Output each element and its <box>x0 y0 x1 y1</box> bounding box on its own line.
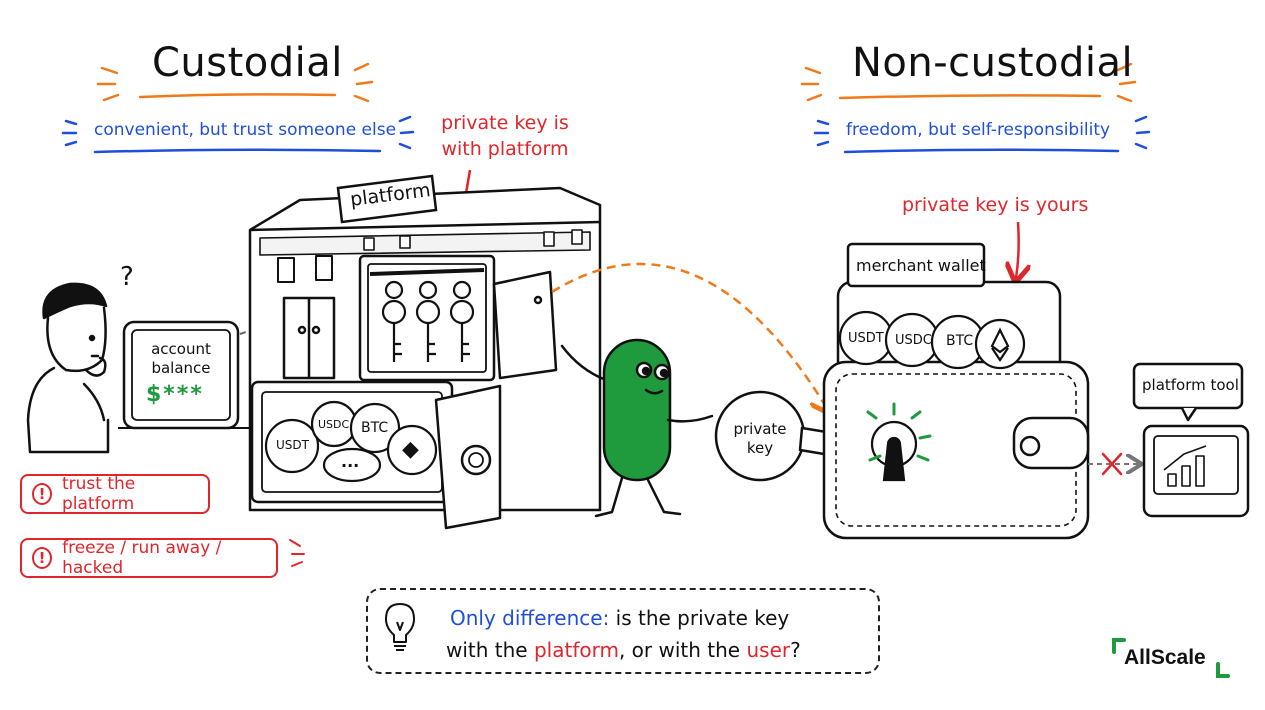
wallet-coin-usdc: USDC <box>895 333 932 348</box>
account-balance-device <box>118 320 250 430</box>
wallet-coins <box>838 310 1026 370</box>
callout-user-word: user <box>746 638 791 662</box>
custodial-key-note: private key is with platform <box>430 110 580 162</box>
non-custodial-key-note: private key is yours <box>902 194 1089 216</box>
device-line2: balance <box>151 359 211 377</box>
coin-usdt: USDT <box>276 438 309 452</box>
platform-tool-device <box>1132 362 1250 518</box>
key-difference-callout: Only difference: is the private key with… <box>366 588 880 674</box>
private-key-label-line2: key <box>746 439 774 457</box>
confused-person <box>26 282 110 454</box>
subtitle-decoration <box>61 115 1151 154</box>
non-custodial-title: Non-custodial <box>852 40 1134 86</box>
callout-rest1: is the private key <box>615 606 790 630</box>
non-custodial-title-decoration <box>800 62 1137 103</box>
callout-lead: Only difference: <box>450 606 610 630</box>
merchant-wallet <box>822 242 1090 540</box>
block-x-icon <box>1101 452 1123 476</box>
coin-eth-symbol: ◆ <box>402 437 419 462</box>
brand-logo-mark <box>1112 638 1230 678</box>
platform-sign <box>336 174 438 224</box>
callout-line2-b: , or with the <box>618 638 741 662</box>
custodial-subtitle: convenient, but trust someone else <box>94 120 397 140</box>
keyhole <box>870 420 918 482</box>
custodial-title: Custodial <box>152 40 343 86</box>
alert-icon: ! <box>32 547 53 569</box>
key-transfer-arc <box>551 262 828 410</box>
coin-more: ... <box>341 452 360 471</box>
lightbulb-icon <box>385 603 415 651</box>
warning-freeze-runaway-hacked: ! freeze / run away / hacked <box>20 538 278 578</box>
custodial-coins <box>264 400 438 483</box>
coin-usdc: USDC <box>318 418 350 431</box>
keyhole-sparkle <box>866 402 932 462</box>
warning-label: trust the platform <box>61 474 136 514</box>
device-balance-value: $*** <box>146 382 204 407</box>
hanging-keys <box>381 280 475 362</box>
callout-line2-end: ? <box>790 638 801 662</box>
wallet-coin-usdt: USDT <box>848 331 884 346</box>
merchant-wallet-label: merchant wallet <box>856 256 986 275</box>
callout-line1: Only difference: is the private key <box>450 606 789 630</box>
platform-tool-label: platform tool <box>1142 376 1239 394</box>
callout-line2-a: with the <box>446 638 528 662</box>
warning-sparks <box>289 539 305 567</box>
question-mark: ? <box>120 262 134 292</box>
callout-line2: with the platform, or with the user? <box>446 638 801 662</box>
private-key-label: private key <box>730 420 790 458</box>
brand-logo: AllScale <box>1112 636 1232 680</box>
green-mascot <box>560 338 714 518</box>
coin-btc: BTC <box>361 420 389 436</box>
private-key-label-line1: private <box>733 420 787 438</box>
callout-platform-word: platform <box>533 638 619 662</box>
non-custodial-key-note-arrow <box>1016 221 1019 278</box>
warning-label: freeze / run away / hacked <box>62 538 222 578</box>
device-line1: account <box>151 340 211 358</box>
non-custodial-subtitle: freedom, but self-responsibility <box>846 120 1111 140</box>
brand-name: AllScale <box>1124 646 1206 669</box>
wallet-coin-btc: BTC <box>946 333 974 349</box>
device-balance-label: account balance <box>140 340 222 378</box>
alert-icon: ! <box>32 483 52 505</box>
custodial-key-note-line1: private key is <box>441 112 569 134</box>
custodial-key-note-line2: with platform <box>441 138 569 160</box>
warning-trust-platform: ! trust the platform <box>20 474 210 514</box>
custodial-title-decoration <box>96 62 374 103</box>
